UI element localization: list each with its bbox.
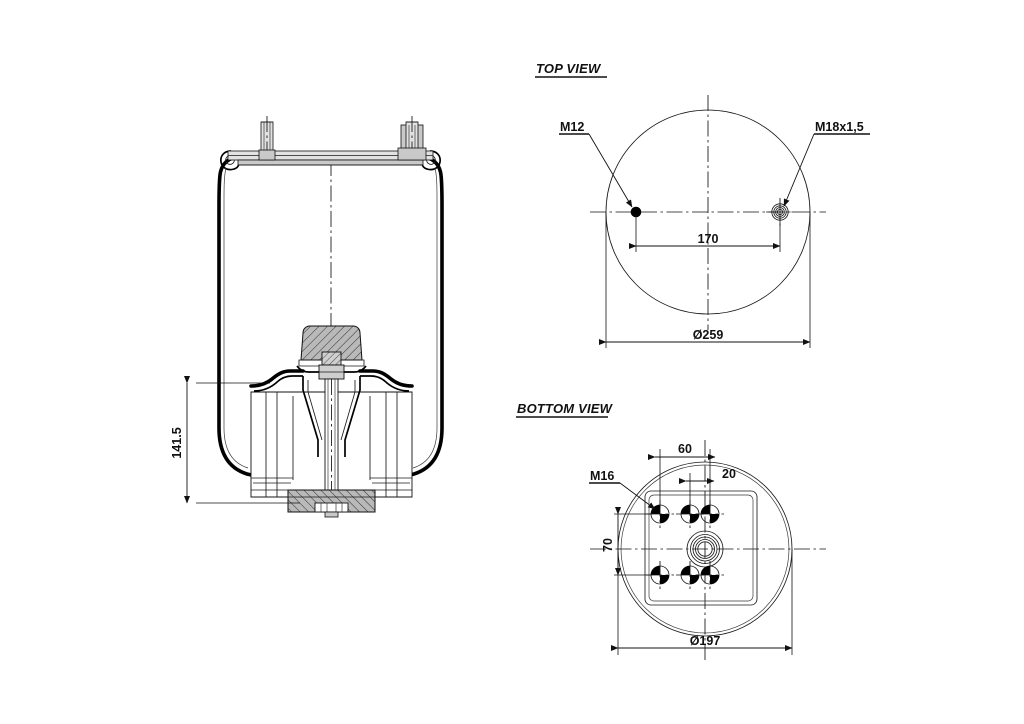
mounting-hole	[676, 561, 704, 589]
dimension-141-5: 141.5	[170, 376, 300, 504]
dimension-60-label: 60	[678, 442, 692, 456]
dimension-60: 60	[648, 442, 716, 508]
sectional-front-view: 141.5	[170, 116, 444, 518]
bottom-view-title: BOTTOM VIEW	[517, 401, 614, 416]
dimension-d197-label: Ø197	[690, 634, 721, 648]
callout-m18-label: M18x1,5	[815, 120, 864, 134]
dimension-20-label: 20	[722, 467, 736, 481]
bottom-view: BOTTOM VIEW	[516, 401, 826, 660]
dimension-d259-label: Ø259	[693, 328, 724, 342]
callout-m16-label: M16	[590, 469, 614, 483]
bellows-inner-contour-right	[412, 167, 438, 469]
callout-m16: M16	[589, 469, 656, 510]
piston-crimp-left	[249, 369, 305, 388]
piston-crimp-right	[358, 369, 414, 388]
dimension-70: 70	[601, 507, 652, 576]
piston-base-plate	[251, 489, 412, 518]
piston-cone-left	[302, 376, 319, 457]
callout-m12: M12	[559, 120, 633, 208]
air-port-m18	[397, 116, 427, 161]
crimp-inner-right	[360, 375, 410, 392]
dimension-d259: Ø259	[599, 212, 811, 348]
mounting-hole	[696, 561, 724, 589]
top-view: TOP VIEW M12 M18x1,5	[535, 61, 870, 348]
piston-cone-right	[344, 376, 361, 457]
callout-m18: M18x1,5	[783, 120, 870, 207]
dimension-70-label: 70	[601, 538, 615, 552]
piston-rib-left	[307, 380, 323, 441]
top-view-m12-stud	[630, 206, 642, 218]
bottom-view-mount-plate	[644, 490, 758, 606]
crimp-inner-left	[253, 375, 303, 392]
bottom-view-center-boss	[686, 530, 724, 568]
dimension-d197: Ø197	[611, 549, 793, 655]
dimension-170: 170	[629, 214, 781, 252]
dimension-20: 20	[679, 467, 736, 508]
dimension-141-5-label: 141.5	[170, 427, 184, 458]
bottom-view-hole-group	[646, 500, 724, 589]
dimension-170-label: 170	[698, 232, 719, 246]
piston-rib-right	[340, 380, 356, 441]
top-view-title: TOP VIEW	[536, 61, 602, 76]
stud-m12	[258, 116, 276, 161]
callout-m12-label: M12	[560, 120, 584, 134]
bellows-inner-contour-left	[223, 167, 249, 469]
